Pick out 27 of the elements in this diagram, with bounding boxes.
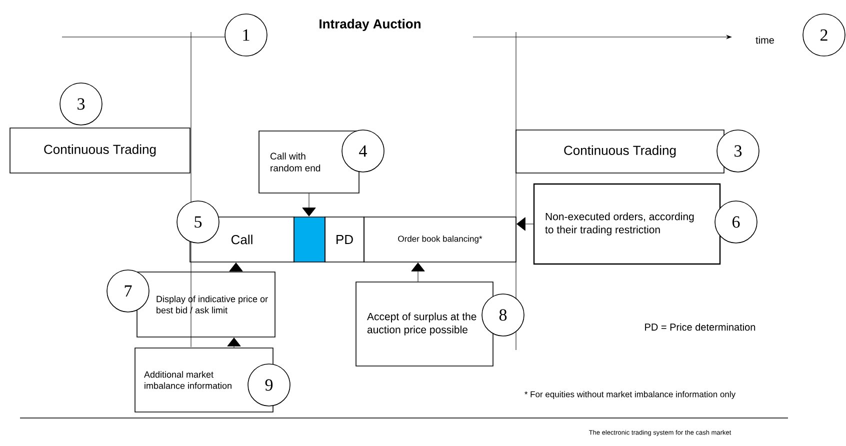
callout-number: 3 xyxy=(716,130,760,172)
callout-number: 6 xyxy=(714,200,758,244)
random-end-cell xyxy=(294,216,326,262)
phase-box: Continuous Trading xyxy=(516,130,724,174)
arrow xyxy=(411,262,425,282)
arrow xyxy=(227,338,241,348)
callout-number: 8 xyxy=(482,294,524,336)
callout-number: 2 xyxy=(802,14,846,56)
phase-box: Continuous Trading xyxy=(10,128,190,174)
note-text: PD = Price determination xyxy=(645,323,756,331)
arrow xyxy=(229,262,243,272)
callout-number: 4 xyxy=(342,130,384,172)
title: Intraday Auction xyxy=(320,18,420,32)
callout-number: 9 xyxy=(248,364,290,406)
callout-number: 5 xyxy=(176,200,220,244)
arrow xyxy=(302,193,316,216)
phase-cell: Order book balancing* xyxy=(364,216,516,262)
callout-box: Display of indicative price or best bid / ask limit xyxy=(136,272,276,338)
note-text: * For equities without market imbalance information only xyxy=(524,391,736,399)
arrow xyxy=(516,217,534,231)
callout-box: Accept of surplus at the auction price possible xyxy=(356,282,494,366)
callout-number: 7 xyxy=(106,270,150,312)
note-text: time xyxy=(756,36,774,44)
phase-cell: PD xyxy=(324,216,364,262)
callout-number: 1 xyxy=(224,14,268,56)
callout-box: Non-executed orders, according to their trading restriction xyxy=(533,183,721,265)
callout-number: 3 xyxy=(60,82,102,126)
